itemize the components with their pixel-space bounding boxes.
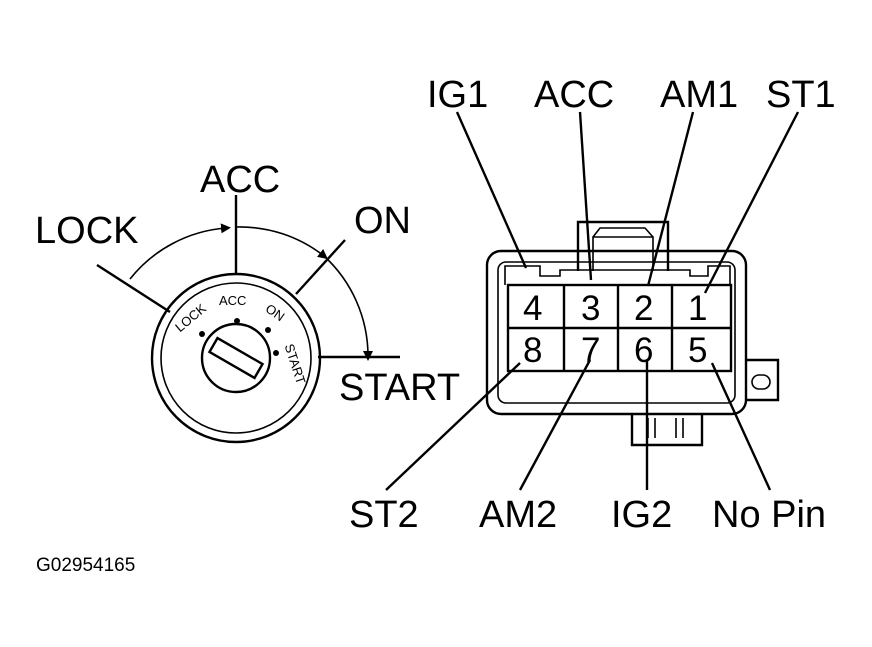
leader-am2 [518,359,592,491]
figure-code: G02954165 [36,555,135,576]
key-slot [207,336,265,380]
connector: IG1 ACC AM1 ST1 ST2 AM2 IG2 No Pin 4 3 2 [349,74,836,536]
leader-st1 [703,111,800,294]
switch-inner-ring [160,282,312,434]
connector-side-tab-slot [751,374,771,390]
connector-latch [576,220,670,271]
on-indicator-line [295,239,346,295]
switch-outer-ring [150,272,322,444]
terminal-label-ig1: IG1 [427,74,488,116]
leader-acc [578,111,593,281]
pin-4: 4 [523,289,542,328]
terminal-label-no-pin: No Pin [712,494,826,536]
key-cylinder [200,322,272,394]
rotation-arc-acc-on [235,226,328,260]
leader-no-pin [710,362,772,491]
face-label-lock: LOCK [172,301,209,335]
terminal-label-ig2: IG2 [611,494,672,536]
pin-8: 8 [523,331,542,370]
position-label-lock: LOCK [35,210,138,252]
lock-dot [199,331,205,337]
face-label-on: ON [263,301,288,324]
connector-rim [504,265,731,285]
connector-housing [485,249,748,416]
pin-6: 6 [634,331,653,370]
position-label-on: ON [354,200,411,242]
terminal-label-am2: AM2 [479,494,557,536]
position-label-acc: ACC [200,159,280,201]
terminal-label-st2: ST2 [349,494,419,536]
face-label-acc: ACC [219,293,246,308]
leader-ig1 [455,111,528,269]
acc-dot [234,318,240,324]
pin-5: 5 [688,331,707,370]
on-dot [265,327,271,333]
face-label-start: START [282,342,309,386]
leader-st2 [385,362,521,491]
connector-housing-inner [497,261,736,404]
connector-side-tab [746,358,780,402]
rotation-arc [129,223,231,280]
pin-3: 3 [581,289,600,328]
ignition-switch: LOCK ACC ON START LOCK ACC ON START [35,159,460,444]
pin-1: 1 [688,289,707,328]
connector-bottom-tab [630,414,704,447]
start-dot [273,350,279,356]
terminal-label-acc: ACC [534,74,614,116]
pin-7: 7 [581,331,600,370]
lock-indicator-line [96,263,171,314]
rotation-arc-on-start [323,255,373,361]
connector-bottom-tab-slots [647,418,684,438]
terminal-label-st1: ST1 [766,74,836,116]
pin-2: 2 [634,289,653,328]
leader-am1 [646,111,695,287]
terminal-label-am1: AM1 [660,74,738,116]
position-label-start: START [339,367,460,409]
connector-latch-inner [592,227,654,271]
